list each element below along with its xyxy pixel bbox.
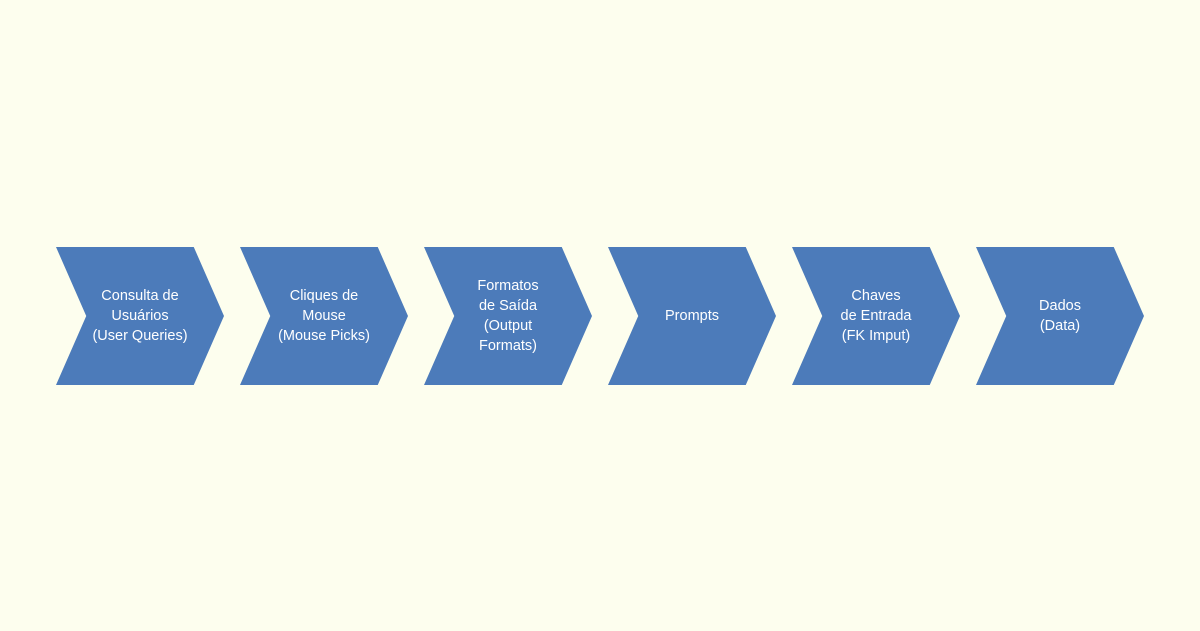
process-step-output-formats: Formatos de Saída (Output Formats) xyxy=(424,247,592,385)
step-label: Prompts xyxy=(665,308,719,324)
step-label: Chaves de Entrada (FK Imput) xyxy=(840,288,912,344)
step-label: Consulta de Usuários (User Queries) xyxy=(92,288,188,344)
process-flow: Consulta de Usuários (User Queries) Cliq… xyxy=(56,247,1146,385)
step-label: Cliques de Mouse (Mouse Picks) xyxy=(278,288,370,344)
step-label: Dados (Data) xyxy=(1039,298,1081,334)
process-step-fk-input: Chaves de Entrada (FK Imput) xyxy=(792,247,960,385)
step-label: Formatos de Saída (Output Formats) xyxy=(477,278,539,354)
process-step-data: Dados (Data) xyxy=(976,247,1144,385)
process-step-prompts: Prompts xyxy=(608,247,776,385)
process-step-user-queries: Consulta de Usuários (User Queries) xyxy=(56,247,224,385)
process-step-mouse-picks: Cliques de Mouse (Mouse Picks) xyxy=(240,247,408,385)
